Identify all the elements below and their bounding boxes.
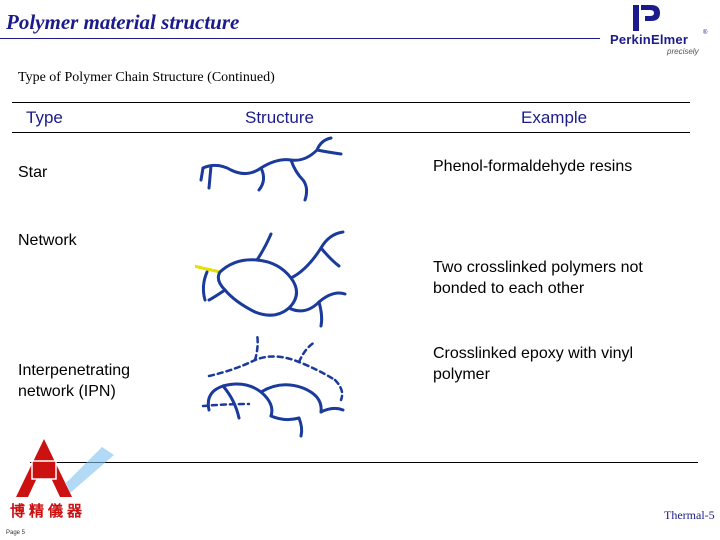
brand-registered-mark: ® bbox=[703, 30, 708, 36]
network-structure-diagram bbox=[195, 230, 347, 328]
star-arm-lower bbox=[257, 166, 266, 192]
structure-diagrams bbox=[195, 136, 347, 438]
slide-tag: Thermal-5 bbox=[664, 508, 715, 522]
network-chain-6 bbox=[317, 300, 324, 328]
title-rule bbox=[0, 38, 600, 39]
footer-rule bbox=[30, 462, 698, 463]
ipn-structure-diagram bbox=[201, 332, 345, 438]
star-arm-middle bbox=[289, 158, 309, 202]
star-structure-diagram bbox=[199, 136, 343, 202]
table-top-rule bbox=[12, 102, 690, 103]
network-chain-3 bbox=[255, 232, 273, 262]
star-arm-main bbox=[201, 148, 319, 175]
page-title: Polymer material structure bbox=[6, 10, 240, 34]
network-chain-1 bbox=[216, 258, 298, 317]
company-name: 博精儀器 bbox=[10, 502, 87, 520]
row-type-star: Star bbox=[18, 164, 48, 181]
star-arm-upper-right bbox=[315, 136, 343, 156]
network-chain-2 bbox=[289, 230, 345, 280]
network-highlight-chain bbox=[195, 264, 222, 274]
column-header-structure: Structure bbox=[245, 108, 314, 127]
company-logo-icon bbox=[16, 439, 114, 497]
network-chain-7 bbox=[319, 246, 341, 268]
page-number: Page 5 bbox=[6, 530, 26, 536]
column-header-type: Type bbox=[26, 108, 63, 127]
row-example-network: Two crosslinked polymers not bonded to e… bbox=[433, 259, 643, 297]
table-header-rule bbox=[12, 132, 690, 133]
ipn-network-solid bbox=[206, 382, 345, 438]
perkinelmer-mark-icon bbox=[633, 5, 660, 31]
brand-logo: PerkinElmer ® precisely bbox=[600, 2, 712, 58]
brand-name: PerkinElmer bbox=[610, 32, 689, 47]
slide-subtitle: Type of Polymer Chain Structure (Continu… bbox=[18, 70, 275, 85]
ipn-network-dashed bbox=[201, 332, 344, 408]
row-type-network: Network bbox=[18, 232, 77, 249]
star-arm-left bbox=[199, 164, 213, 190]
row-example-ipn: Crosslinked epoxy with vinyl polymer bbox=[433, 345, 634, 383]
network-chain-5 bbox=[201, 270, 227, 302]
brand-tagline: precisely bbox=[667, 47, 699, 56]
row-example-star: Phenol-formaldehyde resins bbox=[433, 158, 633, 175]
column-header-example: Example bbox=[521, 108, 588, 127]
row-type-ipn: Interpenetrating network (IPN) bbox=[18, 362, 131, 400]
